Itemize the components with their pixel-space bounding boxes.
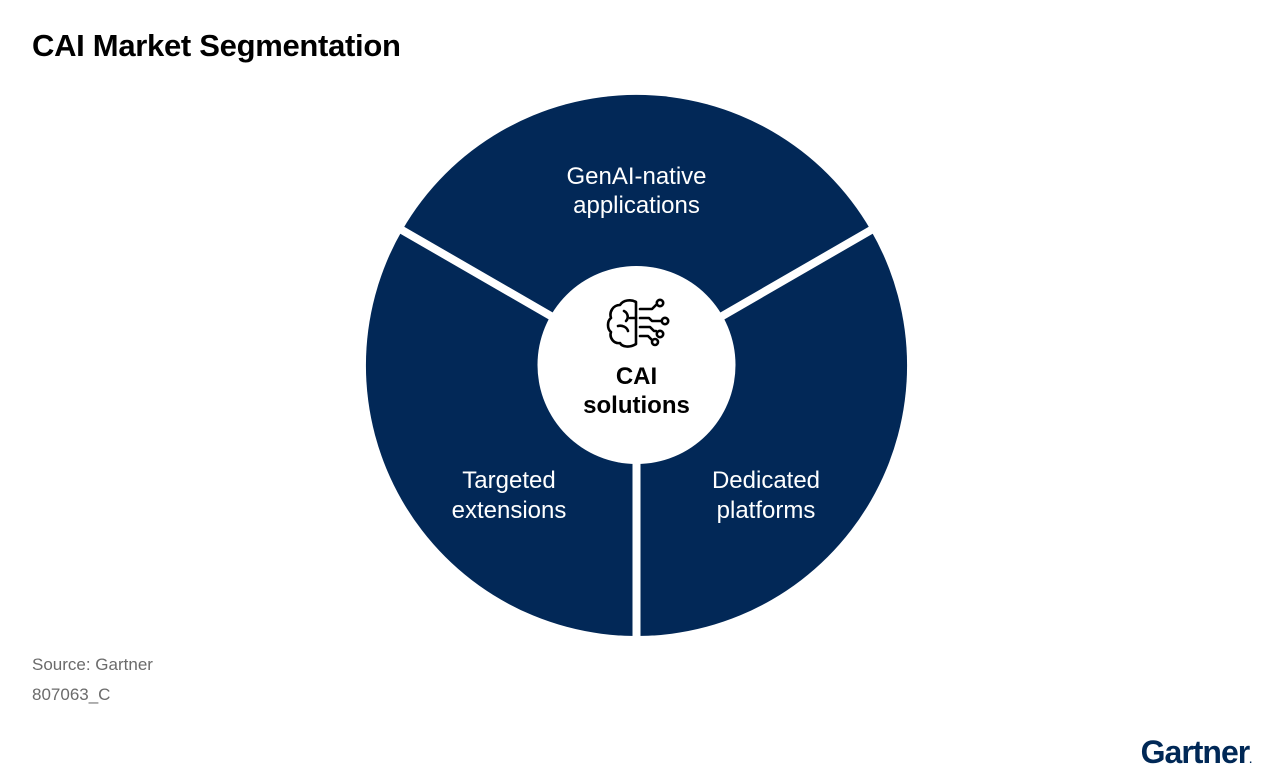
center-circle xyxy=(537,266,736,464)
gartner-logo: Gartner. xyxy=(1140,734,1252,771)
segment-label-right-line1: Dedicated xyxy=(712,467,820,494)
segment-label-left-line1: Targeted xyxy=(462,467,555,494)
center-label-line1: CAI xyxy=(616,363,657,390)
source-note: Source: Gartner xyxy=(32,655,153,674)
brain-circuit-icon xyxy=(606,298,670,348)
segment-label-top-line2: applications xyxy=(573,192,700,219)
document-id: 807063_C xyxy=(32,685,111,704)
page-title: CAI Market Segmentation xyxy=(32,28,401,63)
gartner-logo-text: Gartner xyxy=(1140,734,1251,770)
segment-label-top-line1: GenAI-native xyxy=(566,163,706,190)
gartner-logo-dot: . xyxy=(1249,755,1252,766)
segment-label-right-line2: platforms xyxy=(717,497,816,524)
segment-label-left-line2: extensions xyxy=(452,497,567,524)
center-label-line2: solutions xyxy=(583,392,690,419)
